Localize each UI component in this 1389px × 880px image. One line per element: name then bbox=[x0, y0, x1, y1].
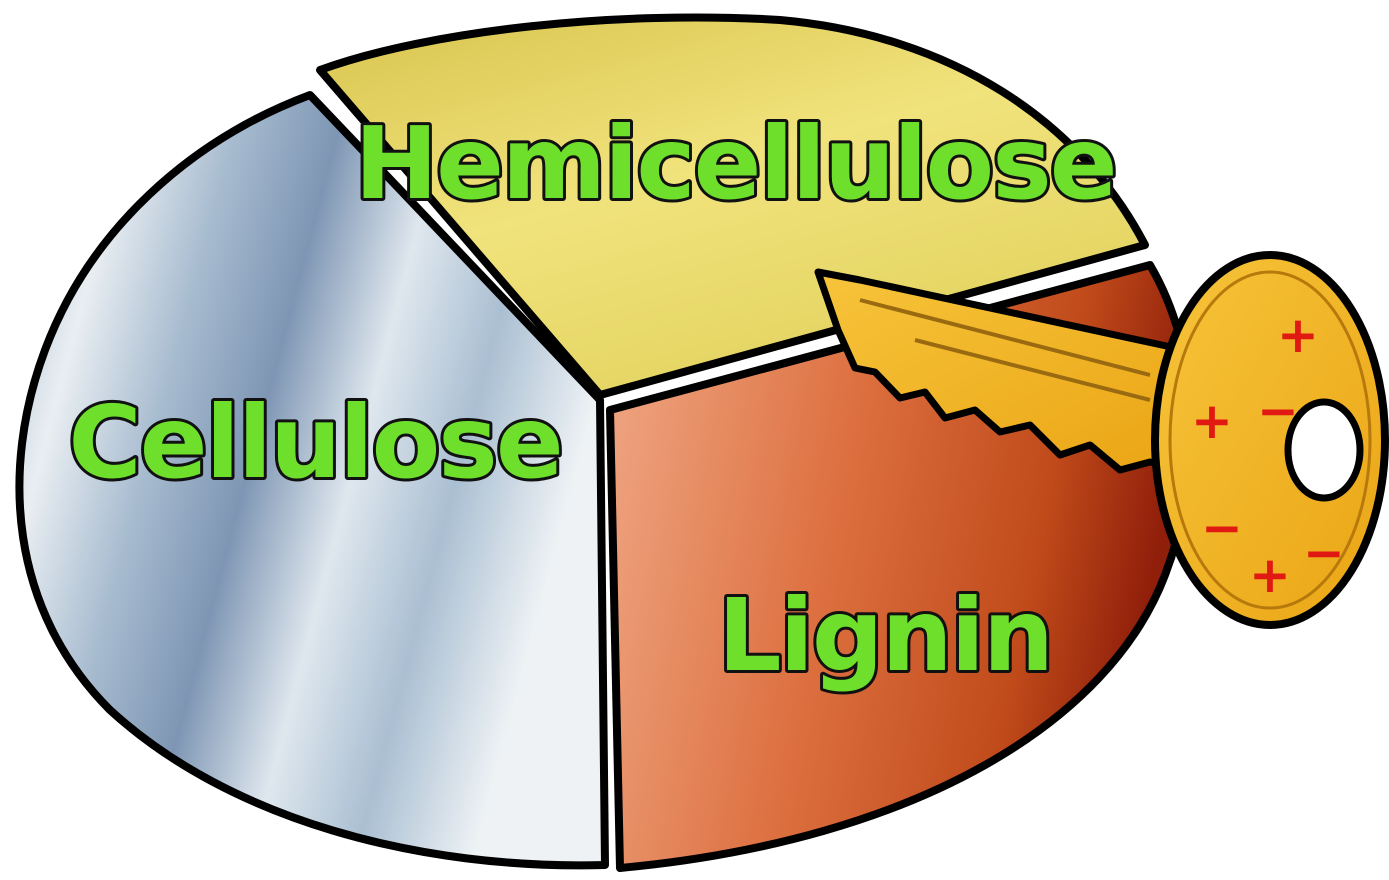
cellulose-label: Cellulose bbox=[68, 384, 561, 501]
negative-charge-sign: − bbox=[1201, 499, 1243, 557]
positive-charge-sign: + bbox=[1191, 392, 1233, 450]
hemicellulose-label: Hemicellulose bbox=[354, 105, 1115, 222]
negative-charge-sign: − bbox=[1303, 524, 1345, 582]
positive-charge-sign: + bbox=[1277, 306, 1319, 364]
lignin-label: Lignin bbox=[718, 577, 1052, 694]
negative-charge-sign: − bbox=[1257, 382, 1299, 440]
positive-charge-sign: + bbox=[1249, 546, 1291, 604]
